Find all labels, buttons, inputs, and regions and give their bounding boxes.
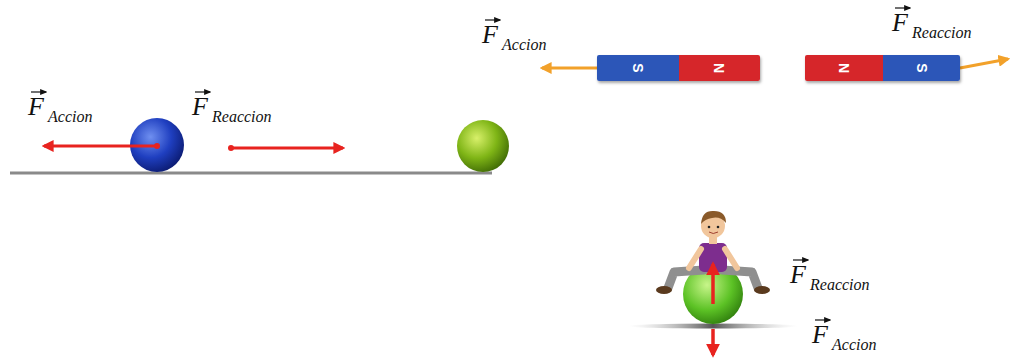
force-subscript: Reaccion [810,277,870,293]
force-subscript: Reaccion [212,109,272,125]
reaction-arrow [960,59,1008,68]
pole-letter: S [914,63,928,72]
force-symbol: F [892,10,908,36]
vector-arrow [793,259,808,260]
action-arrow [44,145,157,148]
vector-arrow [815,319,830,320]
force-symbol: F [482,22,498,48]
force-subscript: Accion [502,37,546,53]
vector-arrow [195,91,210,92]
force-subscript: Reaccion [912,25,972,41]
action-arrow [711,329,715,355]
vector-arrow [31,91,46,92]
reaction-arrow [711,264,715,304]
action-arrow [542,67,597,70]
bar-magnet: SN [597,55,760,81]
force-symbol: F [28,94,44,120]
force-symbol: F [192,94,208,120]
vector-arrow [895,7,910,8]
reaction-arrow [231,147,343,150]
pole-letter: S [631,63,645,72]
ground-line [10,172,492,175]
force-symbol: F [812,322,828,348]
pole-letter: N [837,63,851,73]
bar-magnet: NS [805,55,960,81]
vector-arrow [485,19,500,20]
force-symbol: F [790,262,806,288]
green-ball [457,120,509,172]
vector-arrows [31,8,910,320]
floor-shadow [628,324,798,329]
force-subscript: Accion [832,337,876,353]
force-subscript: Accion [48,109,92,125]
pole-letter: N [712,63,726,73]
